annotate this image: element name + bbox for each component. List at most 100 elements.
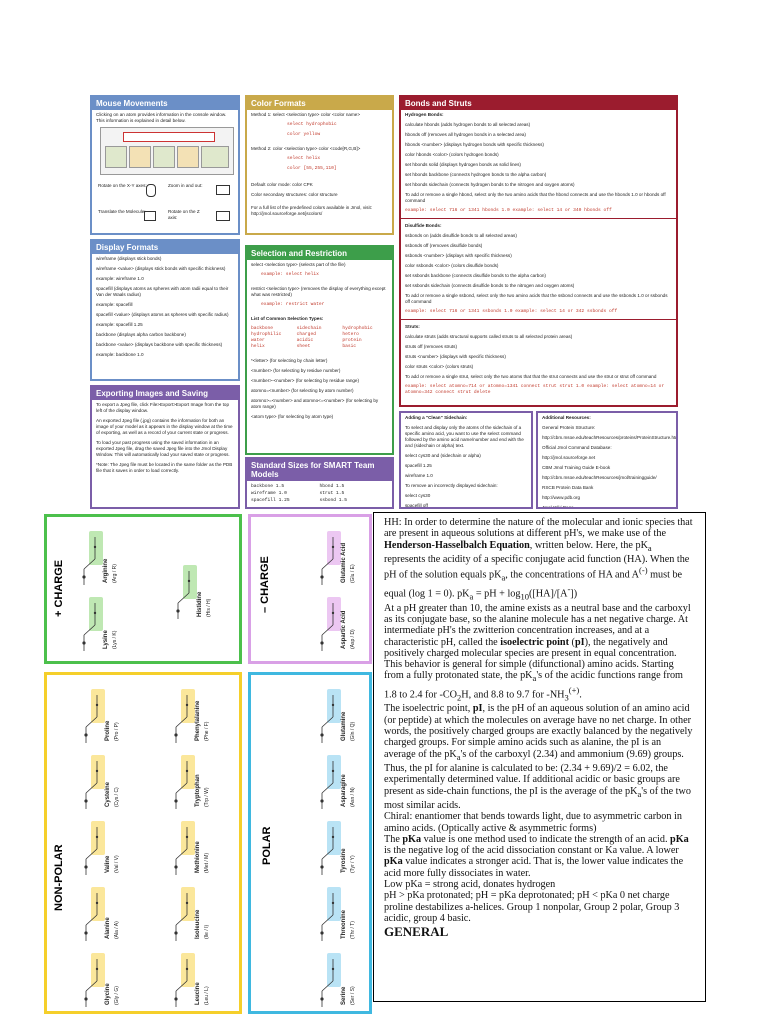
amino-acid-structure	[174, 821, 195, 875]
struts-note: To add or remove a single strut, select …	[405, 374, 657, 379]
selection-type: hydrophobic	[342, 326, 373, 331]
amino-acid: Aspartic Acid(Asp / D)	[311, 589, 357, 659]
text: , written below. Here, the pK	[529, 539, 648, 551]
polar-label: POLAR	[261, 826, 273, 866]
text: 's of the acidic functions range from 1.…	[384, 670, 683, 701]
export-panel: Exporting Images and Saving To export a …	[90, 385, 240, 509]
resources-title: Additional Resources:	[542, 415, 591, 420]
ssbonds-example: example: select 716 or 1341 ssbonds 1.0 …	[405, 309, 618, 314]
rotate-z-label: Rotate on the Z axis:	[168, 209, 200, 220]
amino-acid-structure	[320, 597, 341, 651]
selection-type: charged	[296, 332, 316, 337]
panel-title: Mouse Movements	[92, 97, 238, 110]
list-item: To remove an incorrectly displayed sidec…	[405, 483, 498, 488]
amino-acid-structure	[320, 821, 341, 875]
amino-acid-structure	[84, 689, 105, 743]
text: 's of the carboxyl (2.34) and ammonium (…	[384, 748, 684, 797]
notes-paragraph-pka: The pKa value is one method used to indi…	[384, 834, 695, 879]
text: is the negative log of the acid dissocia…	[384, 845, 679, 857]
selection-type: protein	[342, 338, 362, 343]
nonpolar-label: NON-POLAR	[53, 844, 65, 911]
amino-acid-structure	[82, 531, 103, 585]
text: At a pH greater than 10, the amine exist…	[384, 602, 691, 648]
amino-acid-name: Phenylalanine	[195, 700, 201, 741]
notes-line-ph-pka: pH > pKa protonated; pH = pKa deprotonat…	[384, 890, 670, 902]
amino-acid-name: Methionine	[195, 841, 201, 873]
text: The	[384, 833, 403, 845]
text: ), the negatively and positively charged…	[384, 636, 677, 682]
amino-acid: Isoleucine(Ile / I)	[165, 879, 211, 949]
amino-acid: Proline(Pro / P)	[75, 681, 121, 751]
amino-acid: Asparagine(Asn / N)	[311, 747, 357, 817]
pi-term: pI	[472, 703, 483, 715]
amino-acid: Threonine(Thr / T)	[311, 879, 357, 949]
amino-acid: Glutamic Acid(Glu / E)	[311, 523, 357, 593]
list-item: color hbonds <color> (colors hydrogen bo…	[405, 152, 499, 157]
amino-acid-code: (Asp / D)	[350, 629, 356, 649]
list-item: RSCB Protein Data Bank	[542, 485, 594, 490]
selection-type: sheet	[296, 344, 311, 349]
hh-equation-term: Henderson-Hasselbalch Equation	[384, 539, 530, 551]
amino-acid-name: Valine	[105, 855, 111, 873]
notes-paragraph-chiral: Chiral: enantiomer that bends towards li…	[384, 811, 682, 834]
amino-acid-name: Serine	[341, 986, 347, 1005]
subscript: a	[501, 572, 506, 583]
notes-paragraph-ph: At a pH greater than 10, the amine exist…	[384, 603, 695, 704]
size-value: strut 1.5	[319, 491, 345, 496]
amino-acid: Valine(Val / V)	[75, 813, 121, 883]
hbonds-note: To add or remove a single hbond, select …	[405, 192, 666, 203]
pka-term: pKa	[670, 833, 689, 845]
list-item: spacefill 1.25	[405, 463, 432, 468]
zoom-label: Zoom in and out:	[168, 183, 203, 188]
rotate-xy-label: Rotate on the X-Y axes:	[98, 183, 147, 188]
amino-acid: Tyrosine(Tyr / Y)	[311, 813, 357, 883]
amino-acid-structure	[174, 755, 195, 809]
clean-sidechain-panel: Adding a "Clean" Sidechain: To select an…	[399, 411, 533, 509]
restrict-example: example: restrict water	[261, 302, 325, 307]
text: ([HA]/[A	[528, 588, 568, 600]
method-1-example-1: select hydrophobic	[287, 122, 337, 127]
amino-acid-name: Leucine	[195, 982, 201, 1005]
amino-acid-code: (His / H)	[206, 598, 212, 617]
amino-acid-code: (Ser / S)	[350, 986, 356, 1005]
text: The isoelectric point,	[384, 703, 473, 715]
amino-acid-name: Alanine	[105, 917, 111, 939]
amino-acid-code: (Trp / W)	[204, 787, 210, 807]
list-item: http://cbm.msoe.edu/teachResources/jmol/…	[542, 475, 657, 480]
amino-acid-code: (Phe / F)	[204, 721, 210, 741]
subscript: 10	[520, 591, 529, 602]
amino-acid-name: Glutamic Acid	[341, 542, 347, 583]
amino-acid-code: (Tyr / Y)	[350, 855, 356, 873]
list-item: color ssbonds <color> (colors disulfide …	[405, 263, 499, 268]
amino-acid-code: (Cys / C)	[114, 787, 120, 807]
amino-acid-structure	[84, 953, 105, 1007]
selection-type: helix	[251, 344, 265, 349]
list-item: color struts <color> (colors struts)	[405, 364, 474, 369]
list-item: set hbonds backbone (connects hydrogen b…	[405, 172, 547, 177]
amino-acid: Histidine(His / H)	[167, 557, 213, 627]
method-2: Method 2: color <selection type> color <…	[251, 146, 361, 151]
amino-acid: Tryptophan(Trp / W)	[165, 747, 211, 817]
list-item: *Note: The Jpeg file must be located in …	[96, 462, 233, 473]
list-item: backbone (displays alpha carbon backbone…	[96, 332, 186, 337]
list-item: <number> (for selecting by residue numbe…	[251, 368, 341, 373]
shift-key-icon	[216, 185, 230, 195]
list-item: <number>-<number> (for selecting by resi…	[251, 378, 360, 383]
amino-acid-code: (Ala / A)	[114, 921, 120, 939]
list-item: To export a Jpeg file, click File>Export…	[96, 402, 230, 413]
selection-type: backbone	[251, 326, 274, 331]
amino-acid: Serine(Ser / S)	[311, 945, 357, 1011]
amino-acid-structure	[320, 755, 341, 809]
list-item: example: backbone 1.0	[96, 352, 144, 357]
amino-acid-code: (Pro / P)	[114, 722, 120, 741]
notes-line-proline: proline destabilizes a-helices. Group 1 …	[384, 901, 680, 924]
list-item: wireframe <value> (displays stick bonds …	[96, 266, 226, 271]
amino-acid-name: Lysine	[103, 630, 109, 649]
hbonds-title: Hydrogen Bonds:	[405, 112, 444, 117]
text: HH: In order to determine the nature of …	[384, 517, 693, 540]
amino-acid: Cysteine(Cys / C)	[75, 747, 121, 817]
selection-type: hetero	[342, 332, 359, 337]
color-list-link[interactable]: For a full list of the predefined colors…	[251, 205, 373, 216]
bonds-struts-panel: Bonds and Struts Hydrogen Bonds: calcula…	[399, 95, 678, 407]
